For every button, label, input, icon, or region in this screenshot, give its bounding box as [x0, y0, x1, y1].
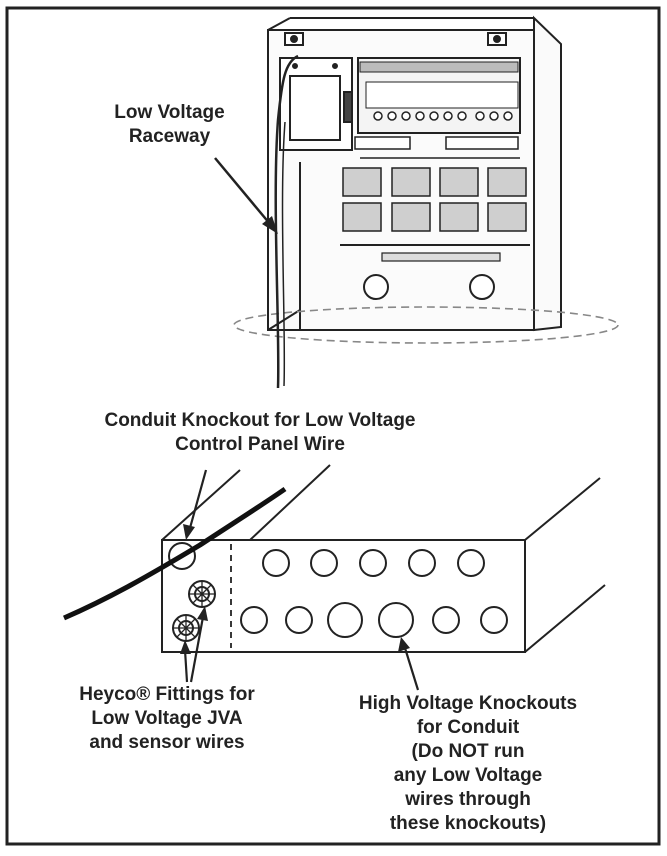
heyco-label-line-3: and sensor wires — [89, 732, 245, 753]
terminal-rail — [381, 252, 501, 262]
heyco-arrows — [180, 606, 208, 683]
hv-arrow — [398, 637, 420, 691]
enclosure-side — [533, 15, 562, 332]
heyco-label-line-2: Low Voltage JVA — [91, 708, 243, 729]
heyco-label-line-1: Heyco® Fittings for — [79, 684, 255, 705]
conduit-label-line-1: Conduit Knockout for Low Voltage — [104, 410, 416, 431]
hv-label-line-1: High Voltage Knockouts — [358, 693, 578, 714]
hv-knockouts-bottom-row — [240, 602, 508, 638]
hv-label-line-5: wires through — [405, 789, 531, 810]
raceway-label-line-2: Raceway — [128, 126, 211, 147]
hv-knockouts-top-row — [262, 549, 485, 577]
focus-ellipse — [233, 306, 619, 344]
conduit-arrow — [183, 469, 208, 540]
enclosure-knockout-right — [469, 274, 495, 300]
heyco-fitting-upper — [188, 580, 216, 608]
knockout-box — [161, 464, 606, 653]
raceway-label: Low Voltage Raceway — [97, 101, 242, 149]
high-voltage-knockouts-label: High Voltage Knockouts for Conduit (Do N… — [318, 692, 618, 836]
relay-modules — [342, 167, 527, 232]
hv-label-line-6: these knockouts) — [389, 813, 547, 834]
enclosure — [267, 15, 562, 332]
heyco-fittings-label: Heyco® Fittings for Low Voltage JVA and … — [42, 683, 292, 755]
raceway-arrow — [214, 157, 278, 234]
hv-label-line-4: any Low Voltage — [393, 765, 543, 786]
enclosure-knockout-left — [363, 274, 389, 300]
conduit-label-line-2: Control Panel Wire — [175, 434, 345, 455]
low-voltage-cable — [63, 486, 287, 621]
raceway-wire — [274, 54, 299, 389]
hv-label-line-3: (Do NOT run — [411, 741, 525, 762]
heyco-fitting-lower — [172, 614, 200, 642]
conduit-knockout-label: Conduit Knockout for Low Voltage Control… — [55, 409, 465, 457]
hv-label-line-2: for Conduit — [416, 717, 520, 738]
raceway-label-line-1: Low Voltage — [114, 102, 225, 123]
